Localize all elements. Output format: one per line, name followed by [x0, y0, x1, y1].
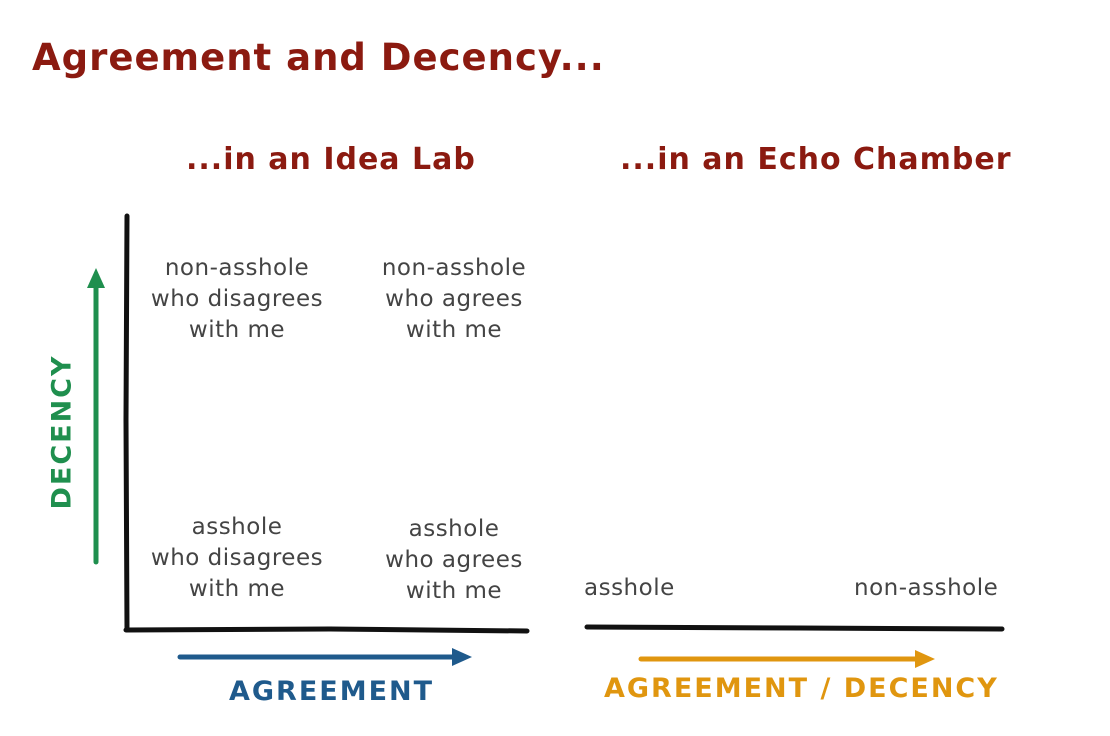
quadrant-bottom-left: asshole who disagrees with me [127, 512, 347, 605]
agreement-axis-label: AGREEMENT [229, 676, 435, 707]
decency-axis-label: DECENCY [46, 354, 78, 510]
idea-lab-x-axis-line [123, 626, 530, 634]
quadrant-line: with me [188, 576, 286, 602]
idea-lab-y-axis-line [123, 213, 130, 633]
quadrant-line: with me [405, 317, 503, 343]
quadrant-line: who disagrees [150, 545, 324, 571]
quadrant-line: who agrees [385, 286, 523, 312]
idea-lab-subtitle: ...in an Idea Lab [186, 142, 476, 177]
quadrant-top-right: non-asshole who agrees with me [344, 253, 564, 346]
quadrant-line: asshole [191, 514, 283, 540]
quadrant-line: non-asshole [381, 255, 527, 281]
page-title: Agreement and Decency... [32, 36, 605, 79]
agreement-decency-arrow [638, 650, 935, 668]
quadrant-line: non-asshole [164, 255, 310, 281]
quadrant-top-left: non-asshole who disagrees with me [127, 253, 347, 346]
echo-chamber-right-label: non-asshole [854, 575, 999, 601]
quadrant-line: who disagrees [150, 286, 324, 312]
decency-arrow [87, 268, 105, 565]
quadrant-line: with me [188, 317, 286, 343]
quadrant-line: who agrees [385, 547, 523, 573]
echo-chamber-subtitle: ...in an Echo Chamber [620, 142, 1012, 177]
echo-chamber-axis-line [584, 624, 1005, 632]
echo-chamber-left-label: asshole [584, 575, 675, 601]
quadrant-bottom-right: asshole who agrees with me [344, 514, 564, 607]
agreement-arrow [177, 648, 472, 666]
quadrant-line: asshole [408, 516, 500, 542]
agreement-decency-axis-label: AGREEMENT / DECENCY [604, 673, 999, 704]
quadrant-line: with me [405, 578, 503, 604]
